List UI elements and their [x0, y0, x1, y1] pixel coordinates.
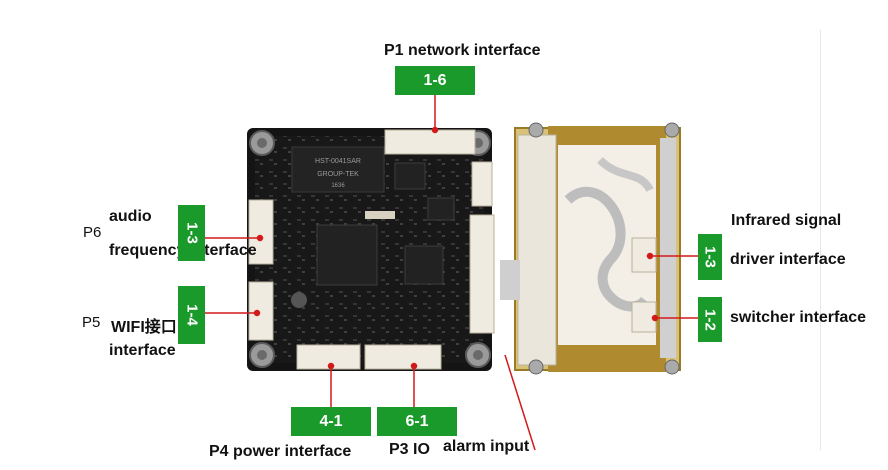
pointer-dot	[253, 309, 261, 317]
pointer-dot	[256, 234, 264, 242]
p6-tag-text: 1-3	[183, 222, 200, 244]
infrared-tag: 1-3	[698, 234, 722, 280]
p1-label: P1 network interface	[384, 42, 541, 59]
p5-label-line1: WIFI接口	[111, 319, 177, 336]
infrared-tag-text: 1-3	[701, 246, 719, 268]
pointer-line-alarm	[504, 354, 536, 451]
chip-text: HST-0041SAR	[315, 158, 361, 165]
p3-connector	[364, 344, 442, 370]
p5-tag-text: 1-4	[183, 304, 200, 326]
pointer-dot	[327, 362, 335, 370]
pointer-dot	[431, 126, 439, 134]
page-divider	[820, 30, 821, 450]
p6-label-line1: audio	[109, 208, 152, 225]
memory-chip	[404, 245, 444, 285]
screw-center	[257, 138, 267, 148]
ribbon-cable	[564, 187, 649, 312]
chip-text: 1636	[331, 183, 345, 189]
p5-tag: 1-4	[178, 286, 205, 344]
switcher-label: switcher interface	[730, 309, 867, 326]
pointer-dot	[410, 362, 418, 370]
p3-tag: 6-1	[377, 407, 457, 436]
p5-prefix: P5	[82, 314, 101, 331]
infrared-label-line2: driver interface	[730, 251, 846, 268]
ic-chip	[427, 197, 455, 221]
alarm-input-label: alarm input	[443, 438, 530, 455]
side-tab	[500, 260, 520, 300]
right-long-connector	[469, 214, 495, 334]
switcher-tag-text: 1-2	[701, 308, 719, 331]
p3-label-prefix: P3 IO	[389, 441, 430, 458]
screw-icon	[528, 359, 544, 375]
p1-connector	[384, 129, 476, 155]
pointer-lines	[205, 95, 698, 451]
p5-label-line2: interface	[109, 342, 176, 359]
screw-center	[257, 350, 267, 360]
network-transformer-chip	[291, 146, 385, 193]
p1-tag: 1-6	[395, 66, 475, 95]
side-connector-strip	[517, 134, 557, 366]
p6-connector	[248, 199, 274, 265]
screw-center	[473, 350, 483, 360]
p4-tag: 4-1	[291, 407, 371, 436]
right-connector	[471, 161, 493, 207]
ircut-module	[500, 122, 681, 375]
p4-label: P4 power interface	[209, 443, 352, 460]
p6-tag: 1-3	[178, 205, 205, 261]
switcher-tag: 1-2	[698, 297, 722, 342]
side-plate	[660, 138, 676, 358]
p5-connector	[248, 281, 274, 341]
infrared-label-line1: Infrared signal	[731, 212, 842, 229]
pointer-dot	[651, 314, 659, 322]
screw-icon	[528, 122, 544, 138]
ribbon-cable	[597, 157, 654, 193]
chip-text: GROUP-TEK	[317, 171, 359, 178]
ic-chip	[394, 162, 426, 190]
pointer-dot	[646, 252, 654, 260]
screw-icon	[664, 122, 680, 138]
main-processor-chip	[316, 224, 378, 286]
screw-icon	[664, 359, 680, 375]
inductor	[291, 292, 307, 308]
smd-component	[365, 211, 395, 219]
p6-prefix: P6	[83, 224, 102, 241]
main-pcb: HST-0041SAR GROUP-TEK 1636	[247, 128, 495, 371]
